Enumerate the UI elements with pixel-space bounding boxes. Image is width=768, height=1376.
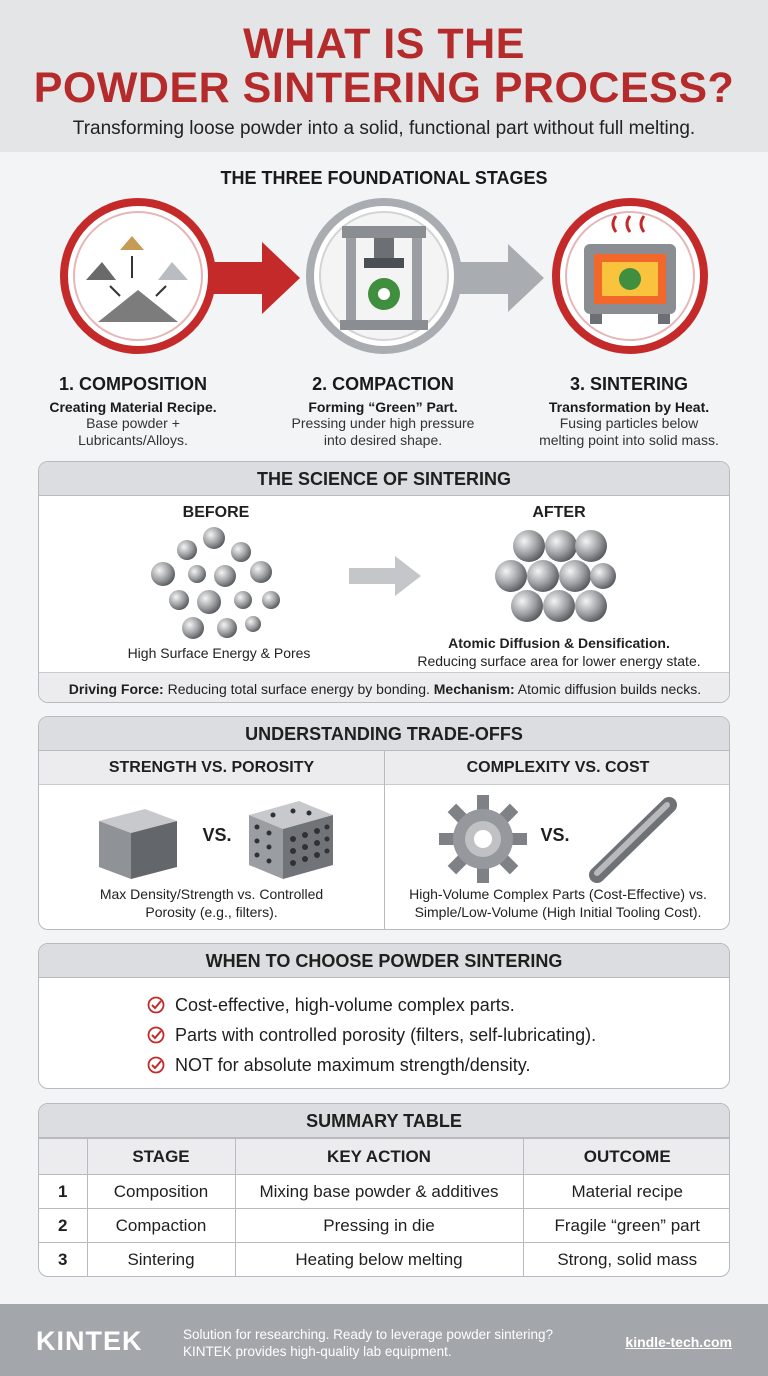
stage-desc-line2: into desired shape.	[323, 432, 443, 448]
table-header-row: STAGE KEY ACTION OUTCOME	[39, 1138, 729, 1175]
arrow-gray-icon	[450, 244, 544, 312]
stage-subtitle: Transformation by Heat.	[548, 399, 710, 415]
website-link[interactable]: kindle-tech.com	[625, 1334, 732, 1350]
stage-arrows	[200, 242, 544, 314]
table-cell: Strong, solid mass	[523, 1242, 729, 1276]
before-label: BEFORE	[182, 504, 250, 521]
table-cell: Sintering	[87, 1242, 236, 1276]
stage-desc-line1: Pressing under high pressure	[291, 415, 475, 431]
table-cell: 3	[39, 1242, 88, 1276]
complexity-caption-line2: Simple/Low-Volume (High Initial Tooling …	[414, 904, 702, 920]
strength-porosity-title: STRENGTH VS. POROSITY	[108, 759, 315, 776]
table-cell: Compaction	[87, 1208, 236, 1243]
summary-heading: SUMMARY TABLE	[39, 1104, 729, 1138]
science-heading: THE SCIENCE OF SINTERING	[39, 462, 729, 496]
after-caption: Reducing surface area for lower energy s…	[417, 653, 701, 669]
summary-table: STAGE KEY ACTION OUTCOME 1 Composition M…	[39, 1138, 729, 1276]
column-header: KEY ACTION	[235, 1138, 524, 1175]
stage-compaction: 2. COMPACTION Forming “Green” Part. Pres…	[268, 374, 498, 449]
gear-icon	[439, 795, 527, 883]
table-cell: 1	[39, 1174, 88, 1209]
driving-force-label: Driving Force:	[68, 681, 164, 697]
table-row: 1 Composition Mixing base powder & addit…	[39, 1174, 729, 1209]
stage-desc-line2: Lubricants/Alloys.	[78, 432, 188, 448]
check-circle-icon	[147, 1026, 165, 1044]
title-line-1: WHAT IS THE	[243, 20, 525, 68]
brand-logo: KINTEK	[36, 1326, 143, 1356]
choose-item: Parts with controlled porosity (filters,…	[147, 1022, 596, 1048]
furnace-icon	[552, 198, 708, 354]
choose-item: NOT for absolute maximum strength/densit…	[147, 1052, 530, 1078]
mechanism-text: Atomic diffusion builds necks.	[514, 681, 702, 697]
dense-particles-icon	[495, 530, 616, 622]
transform-arrow-icon	[349, 556, 421, 596]
table-cell: Mixing base powder & additives	[235, 1174, 524, 1209]
check-circle-icon	[147, 1056, 165, 1074]
choose-card: WHEN TO CHOOSE POWDER SINTERING Cost-eff…	[38, 943, 730, 1089]
table-cell: Material recipe	[523, 1174, 729, 1209]
strength-caption-line2: Porosity (e.g., filters).	[145, 904, 278, 920]
choose-heading: WHEN TO CHOOSE POWDER SINTERING	[39, 944, 729, 978]
stage-desc-line2: melting point into solid mass.	[539, 432, 719, 448]
title-line-2: POWDER SINTERING PROCESS?	[33, 64, 735, 112]
strength-caption-line1: Max Density/Strength vs. Controlled	[99, 886, 324, 902]
divider	[384, 751, 385, 929]
science-footer: Driving Force: Reducing total surface en…	[39, 672, 729, 702]
footer-text-line2: KINTEK provides high-quality lab equipme…	[183, 1344, 452, 1359]
rod-icon	[589, 797, 677, 883]
stage-title: 2. COMPACTION	[312, 374, 454, 394]
table-cell: Fragile “green” part	[523, 1208, 729, 1243]
driving-force-text: Reducing total surface energy by bonding…	[163, 681, 434, 697]
stage-subtitle: Creating Material Recipe.	[49, 399, 217, 415]
footer-bar: KINTEK Solution for researching. Ready t…	[0, 1304, 768, 1376]
column-header	[39, 1138, 88, 1175]
powder-mixing-icon	[60, 198, 216, 354]
choose-item-text: Parts with controlled porosity (filters,…	[175, 1025, 597, 1045]
mechanism-label: Mechanism:	[433, 681, 515, 697]
after-label: AFTER	[532, 504, 586, 521]
header-banner: WHAT IS THE POWDER SINTERING PROCESS? Tr…	[0, 0, 768, 152]
press-icon	[306, 198, 462, 354]
before-caption: High Surface Energy & Pores	[127, 645, 311, 661]
stage-subtitle: Forming “Green” Part.	[308, 399, 458, 415]
choose-item-text: NOT for absolute maximum strength/densit…	[175, 1055, 531, 1075]
stage-desc-line1: Base powder +	[86, 415, 180, 431]
stage-title: 3. SINTERING	[569, 374, 689, 394]
table-row: 2 Compaction Pressing in die Fragile “gr…	[39, 1208, 729, 1243]
footer-text: Solution for researching. Ready to lever…	[183, 1326, 553, 1360]
page-title: WHAT IS THE POWDER SINTERING PROCESS?	[0, 22, 768, 110]
page-subtitle: Transforming loose powder into a solid, …	[72, 118, 696, 139]
column-header: OUTCOME	[523, 1138, 729, 1175]
stage-title: 1. COMPOSITION	[58, 374, 208, 394]
stage-composition: 1. COMPOSITION Creating Material Recipe.…	[18, 374, 248, 449]
vs-label-right: VS.	[540, 825, 570, 845]
table-cell: Composition	[87, 1174, 236, 1209]
check-circle-icon	[147, 996, 165, 1014]
porous-cube-icon	[249, 801, 333, 879]
complexity-cost-title: COMPLEXITY VS. COST	[466, 759, 650, 776]
loose-particles-icon	[151, 527, 280, 639]
choose-item-text: Cost-effective, high-volume complex part…	[175, 995, 515, 1015]
science-card: THE SCIENCE OF SINTERING BEFORE AFTER	[38, 461, 730, 703]
solid-cube-icon	[99, 809, 177, 879]
after-caption-bold: Atomic Diffusion & Densification.	[448, 635, 670, 651]
tradeoffs-heading: UNDERSTANDING TRADE-OFFS	[39, 717, 729, 751]
table-cell: 2	[39, 1208, 88, 1243]
table-cell: Heating below melting	[235, 1242, 524, 1276]
stages-heading: THE THREE FOUNDATIONAL STAGES	[220, 168, 548, 188]
vs-label-left: VS.	[202, 825, 232, 845]
complexity-caption-line1: High-Volume Complex Parts (Cost-Effectiv…	[409, 886, 707, 902]
tradeoffs-card: UNDERSTANDING TRADE-OFFS STRENGTH VS. PO…	[38, 716, 730, 930]
summary-card: SUMMARY TABLE STAGE KEY ACTION OUTCOME 1…	[38, 1103, 730, 1277]
column-header: STAGE	[87, 1138, 236, 1175]
choose-item: Cost-effective, high-volume complex part…	[147, 992, 515, 1018]
footer-text-line1: Solution for researching. Ready to lever…	[183, 1327, 553, 1342]
table-row: 3 Sintering Heating below melting Strong…	[39, 1242, 729, 1276]
table-cell: Pressing in die	[235, 1208, 524, 1243]
stage-sintering: 3. SINTERING Transformation by Heat. Fus…	[514, 374, 744, 449]
arrow-red-icon	[200, 242, 300, 314]
stage-desc-line1: Fusing particles below	[559, 415, 699, 431]
